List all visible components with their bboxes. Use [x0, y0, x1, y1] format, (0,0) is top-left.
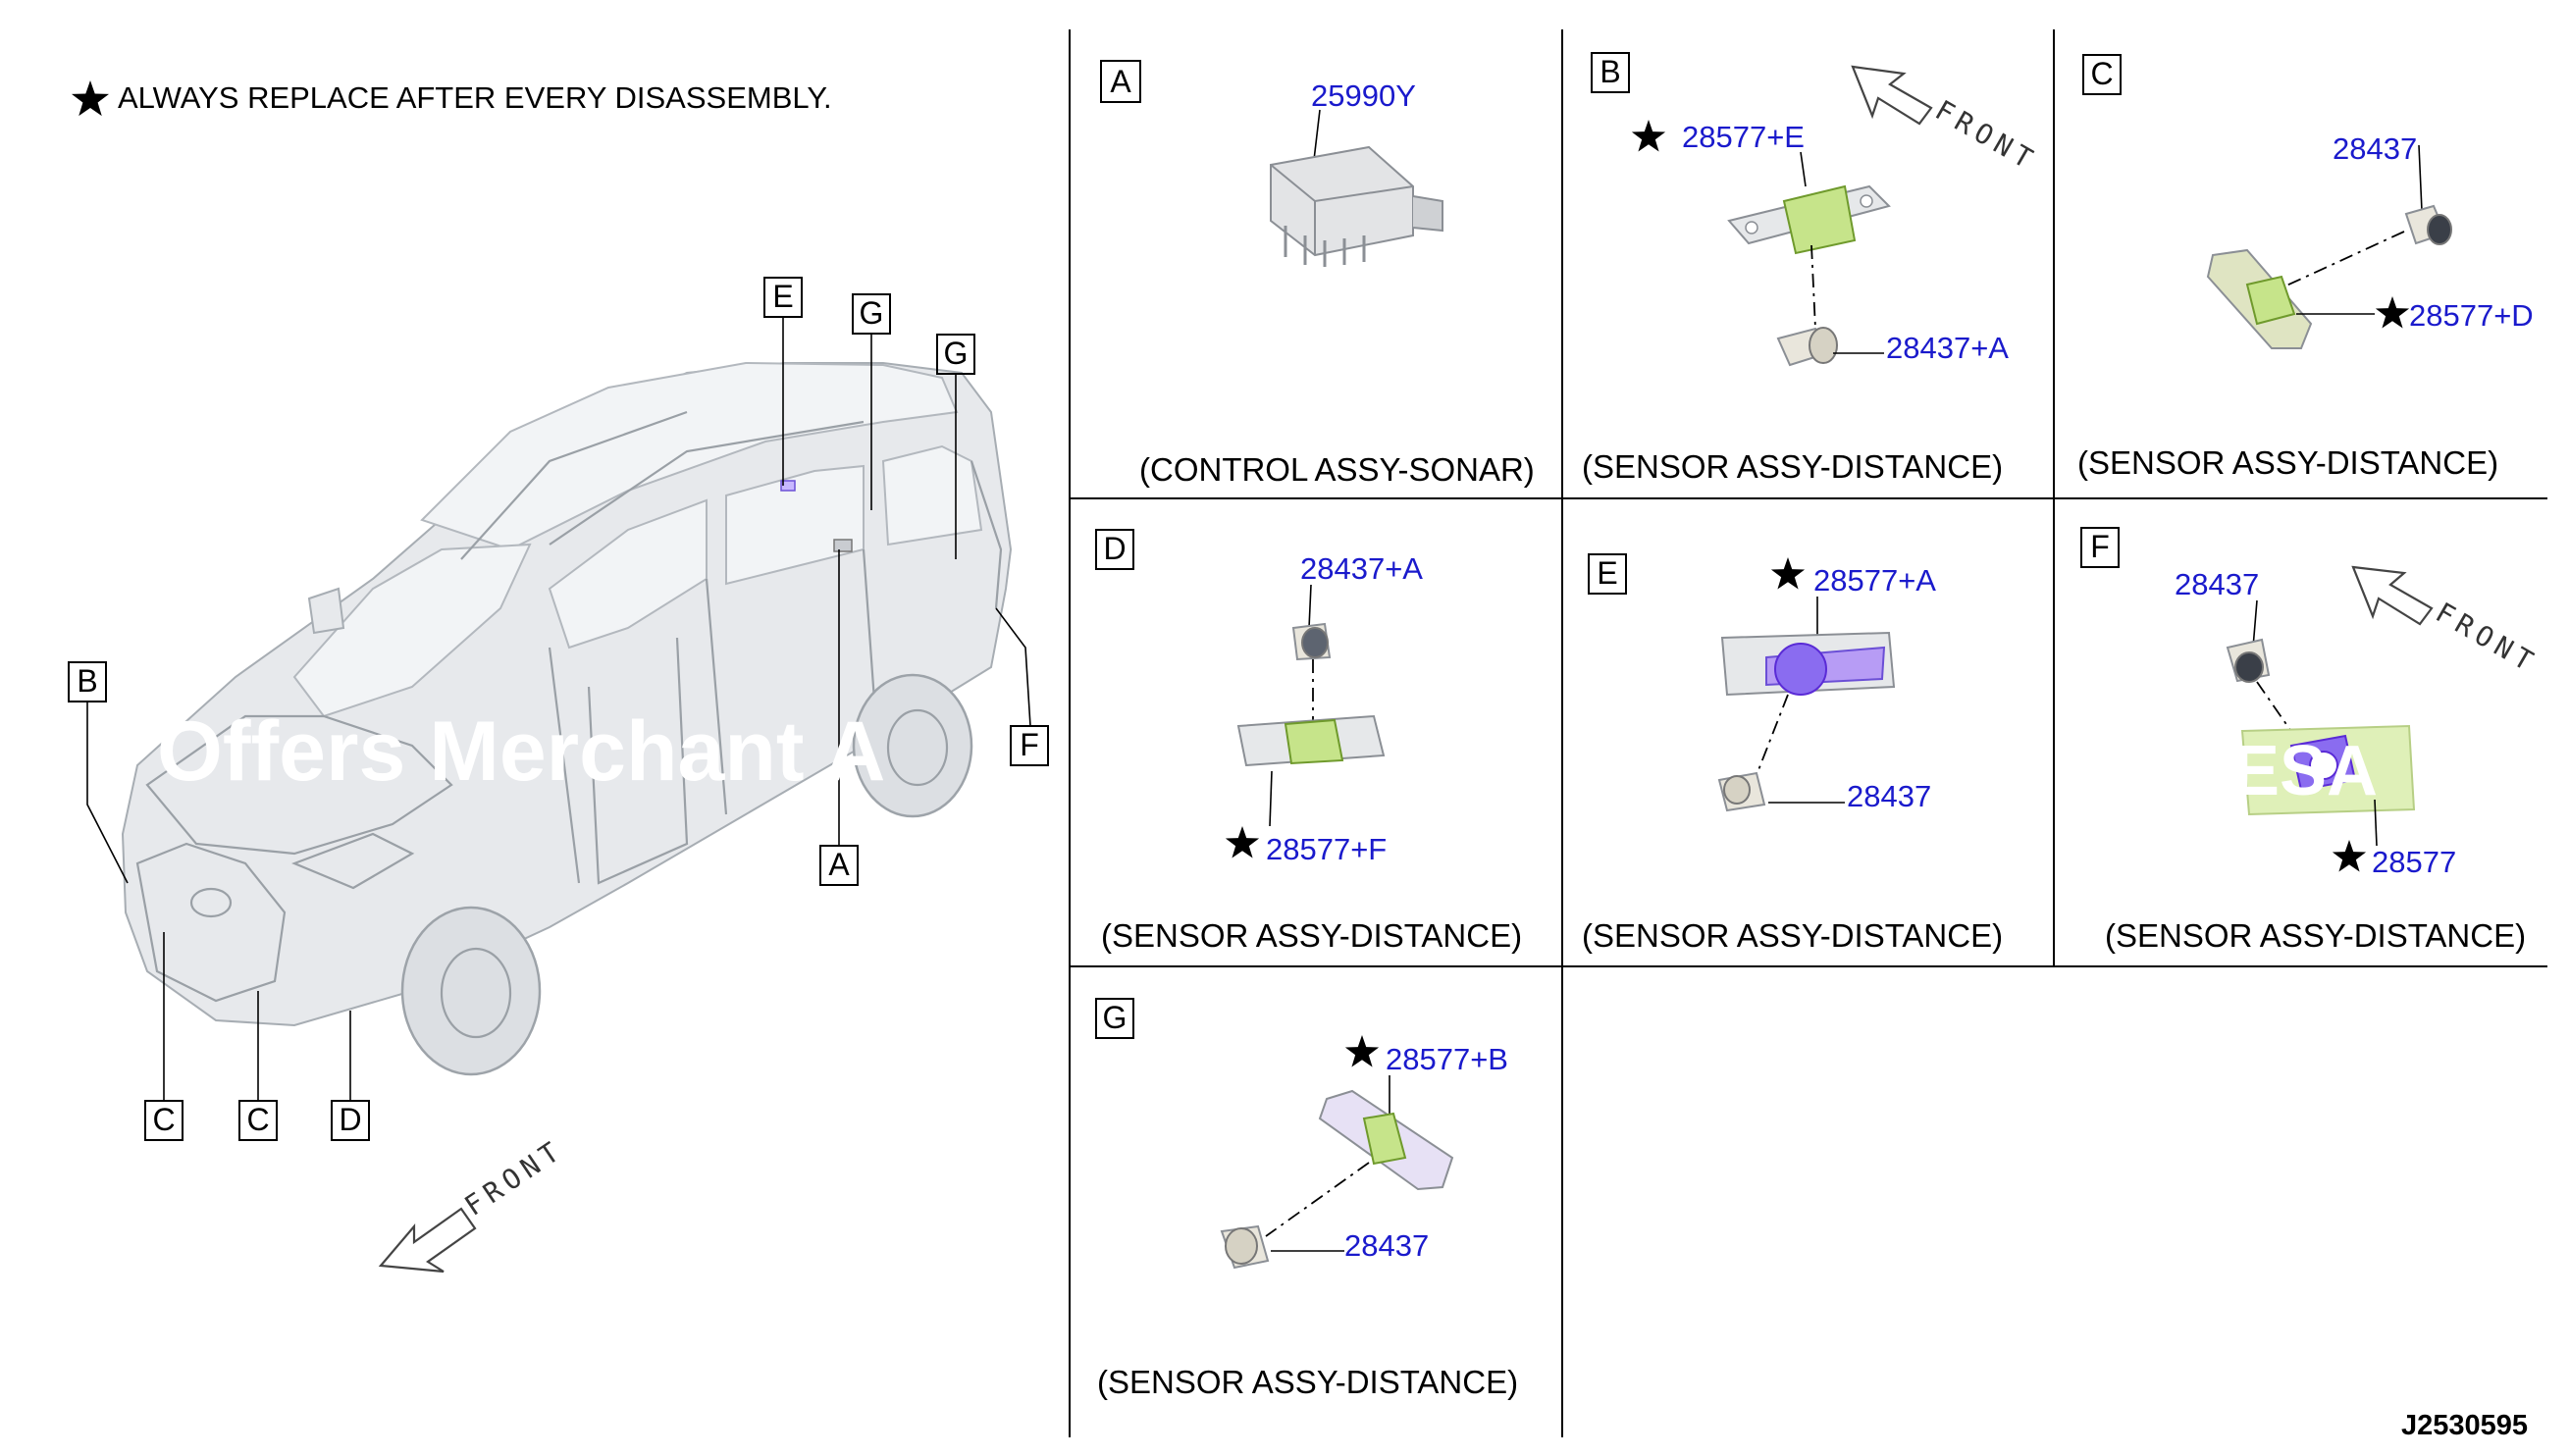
control-unit-icon — [1270, 145, 1443, 267]
panel-d-letter: D — [1103, 531, 1126, 566]
callout-box-f — [1010, 725, 1049, 766]
star-icon — [1770, 557, 1806, 590]
panel-a-caption: (CONTROL ASSY-SONAR) — [1139, 451, 1535, 488]
panel-e: E 28577+A 28437 (SENSOR ASSY-DISTANCE) — [1582, 553, 2003, 954]
replace-note: ALWAYS REPLACE AFTER EVERY DISASSEMBLY. — [118, 80, 832, 115]
panel-b-caption: (SENSOR ASSY-DISTANCE) — [1582, 448, 2003, 485]
document-id: J2530595 — [2401, 1410, 2528, 1441]
callout-d: D — [339, 1102, 361, 1137]
sensor-icon — [1220, 1224, 1270, 1270]
panel-b-part-1: 28577+E — [1682, 120, 1805, 154]
panel-c-letter: C — [2090, 56, 2113, 91]
bracket-icon — [1720, 631, 1896, 697]
panel-e-letter: E — [1597, 555, 1617, 591]
panel-g-letter: G — [1103, 1000, 1128, 1035]
panel-a-part-1: 25990Y — [1311, 78, 1416, 113]
star-icon — [2332, 840, 2367, 872]
star-icon — [71, 80, 110, 117]
panel-g-part-2: 28437 — [1344, 1228, 1429, 1263]
callout-c2: C — [246, 1102, 269, 1137]
callout-a: A — [828, 847, 850, 882]
front-arrow-icon — [2351, 565, 2434, 626]
sensor-icon — [1717, 771, 1766, 812]
bracket-icon — [2240, 724, 2416, 816]
callout-g-left: G — [860, 295, 884, 331]
panel-c: C 28437 28577+D (SENSOR ASSY-DISTANCE) — [2077, 54, 2534, 481]
vehicle-overview — [121, 361, 1013, 1076]
star-icon — [1225, 826, 1260, 858]
sensor-icon — [2226, 638, 2271, 683]
panel-b-front: FRONT — [1930, 93, 2043, 178]
panel-b-part-2: 28437+A — [1886, 331, 2009, 365]
star-icon — [2375, 296, 2410, 329]
bracket-icon — [2206, 248, 2313, 349]
panel-c-caption: (SENSOR ASSY-DISTANCE) — [2077, 444, 2498, 481]
sensor-icon — [1776, 327, 1838, 367]
panel-e-part-2: 28437 — [1847, 779, 1931, 813]
callout-f: F — [1020, 727, 1039, 762]
front-arrow-icon — [1851, 65, 1933, 126]
panel-f: F FRONT 28437 ESA 28577 (SENSOR ASSY-DIS… — [2080, 527, 2544, 954]
panel-e-part-1: 28577+A — [1813, 563, 1936, 598]
panel-d-part-2: 28577+F — [1266, 832, 1387, 866]
panel-c-part-2: 28577+D — [2409, 298, 2534, 333]
panel-f-letter: F — [2090, 529, 2110, 564]
panel-f-part-1: 28437 — [2175, 567, 2259, 601]
sensor-icon — [1291, 622, 1332, 661]
panel-g-caption: (SENSOR ASSY-DISTANCE) — [1097, 1364, 1518, 1400]
panel-f-part-2: 28577 — [2372, 845, 2456, 879]
bracket-icon — [1236, 714, 1386, 767]
callout-c1: C — [152, 1102, 175, 1137]
panel-f-caption: (SENSOR ASSY-DISTANCE) — [2105, 917, 2526, 954]
overview-front-arrow: FRONT — [378, 1133, 570, 1274]
callout-b: B — [77, 663, 97, 699]
panel-e-caption: (SENSOR ASSY-DISTANCE) — [1582, 917, 2003, 954]
bracket-icon — [1727, 184, 1891, 255]
watermark-f: ESA — [2232, 732, 2378, 810]
panel-g-part-1: 28577+B — [1386, 1042, 1508, 1076]
panel-g: G 28577+B 28437 (SENSOR ASSY-DISTANCE) — [1095, 998, 1518, 1400]
panel-a: A 25990Y (CONTROL ASSY-SONAR) — [1100, 60, 1535, 488]
bracket-icon — [1318, 1089, 1454, 1191]
star-icon — [1631, 120, 1666, 152]
overview-callouts: E G G B A F C C D — [68, 277, 1049, 1141]
panel-d: D 28437+A 28577+F (SENSOR ASSY-DISTANCE) — [1095, 529, 1522, 954]
panel-f-front: FRONT — [2431, 596, 2544, 680]
panel-b-letter: B — [1600, 54, 1620, 89]
panel-a-letter: A — [1110, 64, 1131, 99]
panel-c-part-1: 28437 — [2333, 131, 2417, 166]
panel-grid — [1069, 29, 2547, 1437]
star-icon — [1344, 1035, 1380, 1067]
callout-e: E — [772, 279, 793, 314]
front-label: FRONT — [458, 1133, 569, 1222]
panel-d-caption: (SENSOR ASSY-DISTANCE) — [1101, 917, 1522, 954]
panel-b: B FRONT 28577+E 28437+A (SENSOR ASSY-DIS… — [1582, 52, 2043, 485]
watermark: Offers Merchant A — [157, 704, 885, 799]
sensor-icon — [2404, 204, 2452, 245]
panel-d-part-1: 28437+A — [1300, 551, 1423, 586]
callout-g-right: G — [944, 336, 969, 371]
